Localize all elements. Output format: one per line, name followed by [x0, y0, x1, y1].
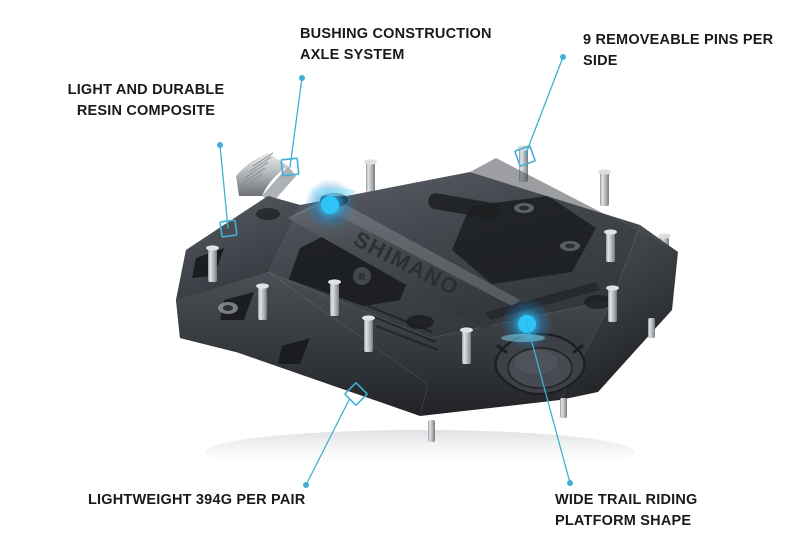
pin — [428, 420, 435, 442]
pin — [206, 245, 219, 282]
glow-marker-platform — [501, 298, 553, 350]
pin — [604, 229, 617, 262]
callout-label-pins: 9 REMOVEABLE PINS PER SIDE — [583, 32, 774, 69]
product-shadow — [205, 430, 635, 474]
pin — [606, 285, 619, 322]
pin — [362, 315, 375, 352]
callout-label-platform: WIDE TRAIL RIDING PLATFORM SHAPE — [555, 492, 698, 529]
pin — [328, 279, 341, 316]
pin — [598, 169, 611, 206]
glow-marker-axle — [304, 179, 356, 231]
pin — [648, 318, 655, 338]
callout-label-weight: LIGHTWEIGHT 394G PER PAIR — [88, 492, 306, 508]
model-mark: R — [359, 272, 366, 282]
axle-spindle — [236, 152, 296, 203]
callout-label-resin: LIGHT AND DURABLE RESIN COMPOSITE — [67, 82, 225, 119]
pin — [364, 159, 377, 192]
callout-label-bushing: BUSHING CONSTRUCTION AXLE SYSTEM — [300, 26, 492, 63]
pin — [560, 398, 567, 418]
pin — [256, 283, 269, 320]
pin — [460, 327, 473, 364]
